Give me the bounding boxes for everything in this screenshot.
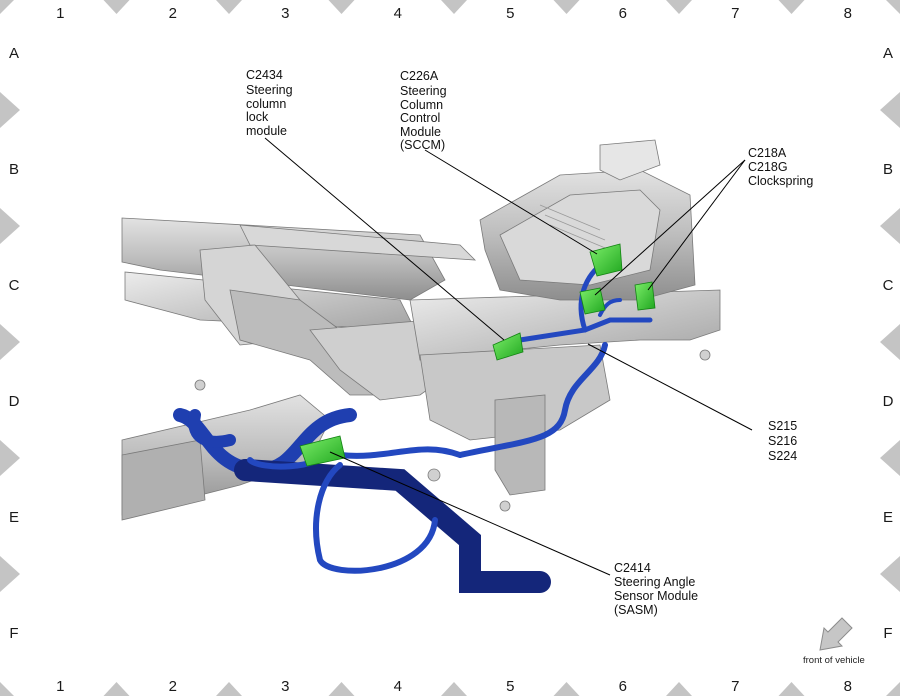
- grid-row-label-left-E: E: [9, 509, 19, 526]
- grid-marker-right: [880, 440, 900, 476]
- grid-marker-bottom: [103, 682, 130, 696]
- grid-marker-right: [880, 92, 900, 128]
- grid-marker-top: [441, 0, 467, 14]
- grid-col-label-bottom-5: 5: [506, 678, 514, 695]
- grid-col-label-top-3: 3: [281, 5, 289, 22]
- grid-marker-top: [216, 0, 242, 14]
- grid-col-label-top-2: 2: [169, 5, 177, 22]
- callout-splices: S215 S216 S224: [768, 419, 801, 463]
- grid-row-label-right-D: D: [883, 393, 894, 410]
- grid-row-label-right-B: B: [883, 161, 893, 178]
- grid-marker-bottom: [666, 682, 692, 696]
- callout-c2434: C2434 Steering column lock module: [246, 68, 296, 138]
- connectors: [299, 243, 656, 467]
- connector-c218g: [634, 281, 656, 311]
- grid-marker-bottom: [328, 682, 355, 696]
- grid-col-label-bottom-7: 7: [731, 678, 739, 695]
- orientation-indicator: front of vehicle: [803, 617, 865, 666]
- grid-row-label-left-A: A: [9, 45, 19, 62]
- grid-marker-corner: [0, 682, 14, 696]
- grid-row-label-left-D: D: [9, 393, 20, 410]
- grid-col-label-bottom-4: 4: [394, 678, 402, 695]
- grid-marker-bottom: [216, 682, 242, 696]
- connector-c226a: [589, 243, 623, 277]
- grid-marker-right: [880, 208, 900, 244]
- leader-lines: [264, 137, 753, 576]
- grid-col-label-top-4: 4: [394, 5, 402, 22]
- callout-c218: C218A C218G Clockspring: [748, 146, 813, 188]
- grid-marker-top: [666, 0, 692, 14]
- grid-col-label-bottom-8: 8: [844, 678, 852, 695]
- grid-marker-left: [0, 92, 20, 128]
- grid-row-label-left-B: B: [9, 161, 19, 178]
- arrow-down-left-icon: [819, 617, 853, 651]
- grid-row-label-right-E: E: [883, 509, 893, 526]
- grid-row-label-left-C: C: [9, 277, 20, 294]
- grid-marker-top: [328, 0, 355, 14]
- grid-col-label-bottom-2: 2: [169, 678, 177, 695]
- steering-column-assembly: [121, 139, 721, 521]
- grid-col-label-top-1: 1: [56, 5, 64, 22]
- connector-c2434: [492, 332, 524, 361]
- grid-marker-right: [880, 556, 900, 592]
- grid-marker-corner: [886, 0, 900, 14]
- grid-marker-left: [0, 556, 20, 592]
- callout-c2414: C2414 Steering Angle Sensor Module (SASM…: [614, 561, 702, 617]
- grid-col-label-bottom-1: 1: [56, 678, 64, 695]
- grid-marker-top: [553, 0, 580, 14]
- grid-col-label-bottom-6: 6: [619, 678, 627, 695]
- grid-marker-bottom: [553, 682, 580, 696]
- grid-col-label-bottom-3: 3: [281, 678, 289, 695]
- grid-marker-corner: [0, 0, 14, 14]
- grid-col-label-top-7: 7: [731, 5, 739, 22]
- grid-marker-right: [880, 324, 900, 360]
- grid-col-label-top-5: 5: [506, 5, 514, 22]
- grid-marker-corner: [886, 682, 900, 696]
- grid-col-label-top-6: 6: [619, 5, 627, 22]
- grid-col-label-top-8: 8: [844, 5, 852, 22]
- grid-marker-bottom: [778, 682, 805, 696]
- callout-c226a: C226A Steering Column Control Module (SC…: [400, 69, 450, 152]
- grid-marker-left: [0, 324, 20, 360]
- grid-row-label-left-F: F: [9, 625, 18, 642]
- grid-row-label-right-F: F: [883, 625, 892, 642]
- front-of-vehicle-label: front of vehicle: [803, 655, 865, 666]
- grid-row-label-right-A: A: [883, 45, 893, 62]
- grid-marker-top: [778, 0, 805, 14]
- connector-c2414: [299, 435, 346, 467]
- grid-marker-left: [0, 440, 20, 476]
- connector-c218a: [579, 287, 606, 315]
- grid-marker-bottom: [441, 682, 467, 696]
- grid-row-label-right-C: C: [883, 277, 894, 294]
- grid-marker-top: [103, 0, 130, 14]
- grid-marker-left: [0, 208, 20, 244]
